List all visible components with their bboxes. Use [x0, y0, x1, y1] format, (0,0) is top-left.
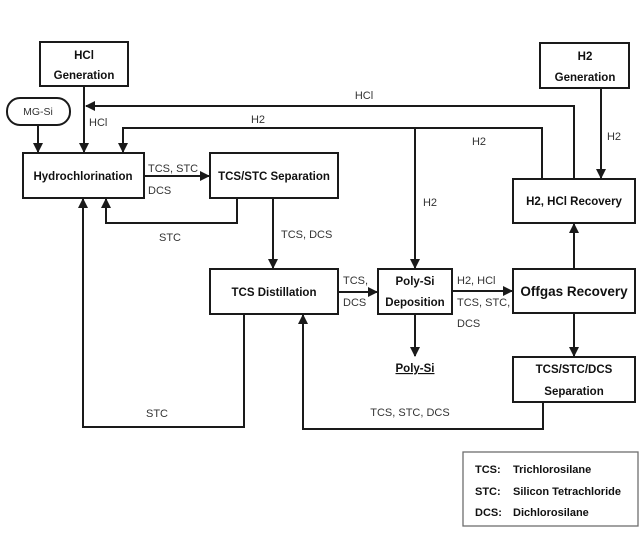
legend-name: Silicon Tetrachloride — [513, 486, 621, 498]
flow-label-deposition-to-offgas-line1: H2, HCl — [457, 275, 496, 287]
hcl-recycle-arrow — [85, 101, 575, 179]
flow-label-sep-to-distillation: TCS, DCS — [281, 229, 332, 241]
distillation-stc-return-arrow — [78, 198, 245, 428]
node-tcs-distillation: TCS Distillation — [209, 268, 339, 315]
node-hydrochlorination-label: Hydrochlorination — [33, 171, 132, 183]
node-h2-generation-line1: H2 — [578, 51, 593, 63]
node-poly-si-deposition-line1: Poly-Si — [396, 276, 435, 288]
legend-name: Trichlorosilane — [513, 464, 591, 476]
flow-label-separation-return: TCS, STC, DCS — [370, 407, 449, 419]
flow-label-distillation-stc-return: STC — [146, 408, 168, 420]
node-mg-si: MG-Si — [6, 97, 71, 126]
node-offgas-recovery: Offgas Recovery — [512, 268, 636, 314]
node-h2-hcl-recovery: H2, HCl Recovery — [512, 178, 636, 224]
node-hcl-generation-line2: Generation — [54, 70, 115, 82]
node-mg-si-label: MG-Si — [23, 106, 53, 118]
node-hcl-generation-line1: HCl — [74, 50, 94, 62]
legend-name: Dichlorosilane — [513, 507, 589, 519]
flow-labels: HCl HCl H2 H2 H2 H2 TCS, STC DCS STC TCS… — [89, 90, 621, 420]
flow-label-h2-recycle: H2 — [251, 114, 265, 126]
node-poly-si-deposition: Poly-Si Deposition — [377, 268, 453, 315]
legend: TCS: Trichlorosilane STC: Silicon Tetrac… — [462, 451, 639, 527]
separation-return-arrow — [298, 314, 544, 430]
product-poly-si-label: Poly-Si — [396, 363, 435, 375]
flow-label-hydro-to-sep-line1: TCS, STC — [148, 163, 198, 175]
flow-label-distillation-to-deposition-line1: TCS, — [343, 275, 368, 287]
flow-label-hydro-to-sep-line2: DCS — [148, 185, 171, 197]
node-h2-generation: H2 Generation — [539, 42, 630, 89]
separation-stc-return-arrow — [101, 198, 238, 224]
flow-label-hcl-feed: HCl — [89, 117, 107, 129]
flow-lines — [33, 86, 606, 430]
legend-abbr: TCS: — [475, 464, 501, 476]
node-tcs-stc-dcs-separation-line2: Separation — [544, 386, 603, 398]
flow-label-distillation-to-deposition-line2: DCS — [343, 297, 366, 309]
h2-recycle-arrow — [118, 127, 543, 179]
legend-abbr: DCS: — [475, 507, 502, 519]
node-tcs-stc-dcs-separation-line1: TCS/STC/DCS — [536, 364, 613, 376]
legend-item: TCS: Trichlorosilane — [475, 464, 591, 476]
node-poly-si-deposition-line2: Deposition — [385, 297, 444, 309]
node-offgas-recovery-label: Offgas Recovery — [520, 284, 628, 299]
node-h2-generation-line2: Generation — [555, 72, 616, 84]
node-tcs-stc-dcs-separation: TCS/STC/DCS Separation — [512, 356, 636, 403]
node-tcs-distillation-label: TCS Distillation — [232, 287, 317, 299]
flow-label-deposition-to-offgas-line3: DCS — [457, 318, 480, 330]
node-tcs-stc-separation-label: TCS/STC Separation — [218, 171, 330, 183]
flow-label-h2-right: H2 — [472, 136, 486, 148]
node-tcs-stc-separation: TCS/STC Separation — [209, 152, 339, 199]
node-hydrochlorination: Hydrochlorination — [22, 152, 145, 199]
flow-label-h2-generation-feed: H2 — [607, 131, 621, 143]
flow-label-hcl-recycle: HCl — [355, 90, 373, 102]
node-h2-hcl-recovery-label: H2, HCl Recovery — [526, 196, 622, 208]
node-hcl-generation: HCl Generation — [39, 41, 129, 87]
flow-label-sep-stc-return: STC — [159, 232, 181, 244]
legend-item: STC: Silicon Tetrachloride — [475, 486, 621, 498]
legend-abbr: STC: — [475, 486, 501, 498]
legend-item: DCS: Dichlorosilane — [475, 507, 589, 519]
flow-label-deposition-to-offgas-line2: TCS, STC, — [457, 297, 510, 309]
flow-label-h2-to-deposition: H2 — [423, 197, 437, 209]
